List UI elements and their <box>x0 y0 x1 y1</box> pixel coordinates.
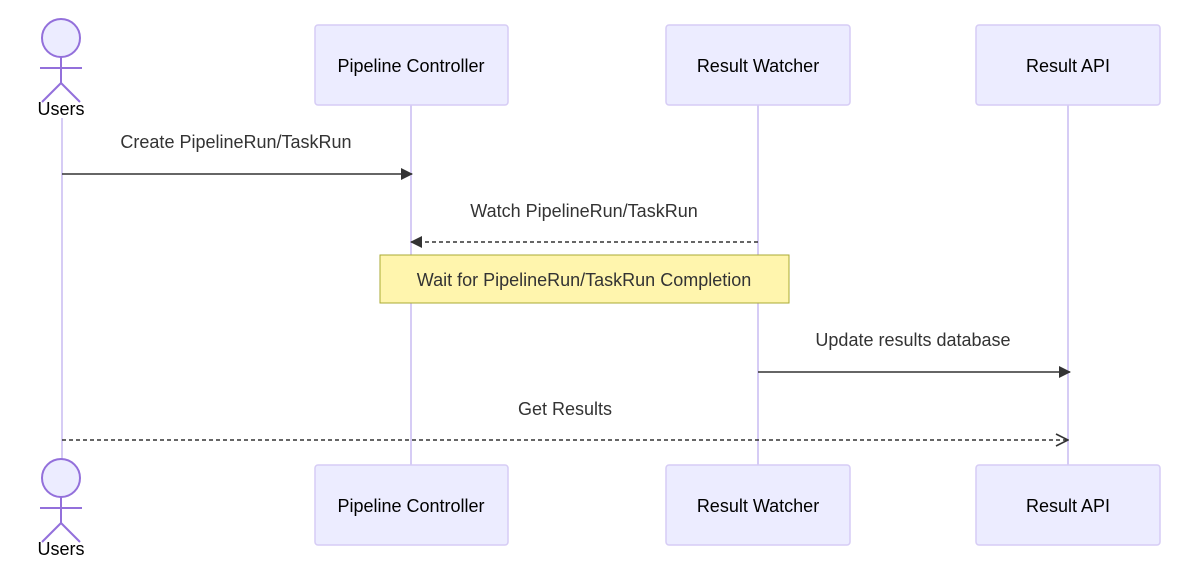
actor-users-top[interactable]: Users <box>37 18 85 119</box>
participant-result-watcher-top[interactable]: Result Watcher <box>665 24 851 106</box>
participant-result-api-top[interactable]: Result API <box>975 24 1161 106</box>
note-wait-completion: Wait for PipelineRun/TaskRun Completion <box>379 254 790 304</box>
participant-label-pipeline-controller-top: Pipeline Controller <box>337 56 484 76</box>
participant-pipeline-controller-bottom[interactable]: Pipeline Controller <box>314 464 509 546</box>
actor-users-bottom[interactable]: Users <box>37 458 85 559</box>
message-label-get-results: Get Results <box>518 399 612 419</box>
actor-label-users-bottom: Users <box>37 539 84 559</box>
message-create-pipelinerun: Create PipelineRun/TaskRun <box>62 132 413 180</box>
participant-label-result-watcher-top: Result Watcher <box>697 56 819 76</box>
actor-label-users-top: Users <box>37 99 84 119</box>
message-label-create-pipelinerun: Create PipelineRun/TaskRun <box>120 132 351 152</box>
note-label-wait-completion: Wait for PipelineRun/TaskRun Completion <box>417 270 752 290</box>
participant-label-result-watcher-bottom: Result Watcher <box>697 496 819 516</box>
participant-label-result-api-top: Result API <box>1026 56 1110 76</box>
participant-label-pipeline-controller-bottom: Pipeline Controller <box>337 496 484 516</box>
message-get-results: Get Results <box>62 399 1068 440</box>
stick-figure-icon <box>40 18 82 103</box>
participant-pipeline-controller-top[interactable]: Pipeline Controller <box>314 24 509 106</box>
participant-label-result-api-bottom: Result API <box>1026 496 1110 516</box>
participant-result-api-bottom[interactable]: Result API <box>975 464 1161 546</box>
stick-figure-icon <box>40 458 82 543</box>
message-watch-pipelinerun: Watch PipelineRun/TaskRun <box>410 201 758 248</box>
message-label-watch-pipelinerun: Watch PipelineRun/TaskRun <box>470 201 697 221</box>
message-label-update-results-database: Update results database <box>815 330 1010 350</box>
message-update-results-database: Update results database <box>758 330 1071 378</box>
participant-result-watcher-bottom[interactable]: Result Watcher <box>665 464 851 546</box>
